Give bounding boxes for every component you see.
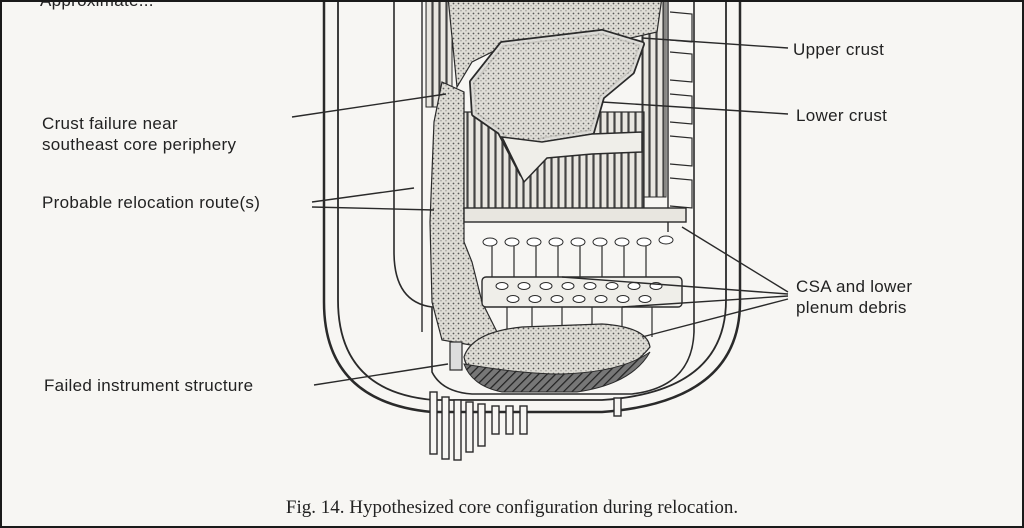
leader-lines [291, 37, 789, 386]
lower-grid-plate [463, 207, 687, 223]
label-lower-crust: Lower crust [796, 106, 888, 125]
instrument-penetrations [429, 391, 622, 461]
label-crust-failure-line1: Crust failure near [42, 114, 178, 133]
label-csa-line1: CSA and lower [796, 277, 913, 296]
lower-crust [500, 131, 643, 184]
label-relocation-routes: Probable relocation route(s) [42, 193, 261, 212]
support-columns [491, 246, 647, 277]
vessel-inner-wall [337, 2, 727, 401]
label-top-partial: Approximate... [40, 0, 154, 10]
label-failed-instrument: Failed instrument structure [44, 376, 254, 395]
figure-caption: Fig. 14. Hypothesized core configuration… [285, 497, 739, 518]
grid-holes-top [482, 235, 674, 247]
grid-holes-lower [495, 282, 663, 303]
failed-instrument-tube [449, 341, 463, 371]
label-csa-line2: plenum debris [796, 298, 907, 317]
label-crust-failure-line2: southeast core periphery [42, 135, 237, 154]
label-upper-crust: Upper crust [793, 40, 885, 59]
core-barrel [393, 2, 695, 395]
vessel-outer-wall [322, 2, 742, 414]
lower-head-hard-layer [463, 351, 651, 393]
